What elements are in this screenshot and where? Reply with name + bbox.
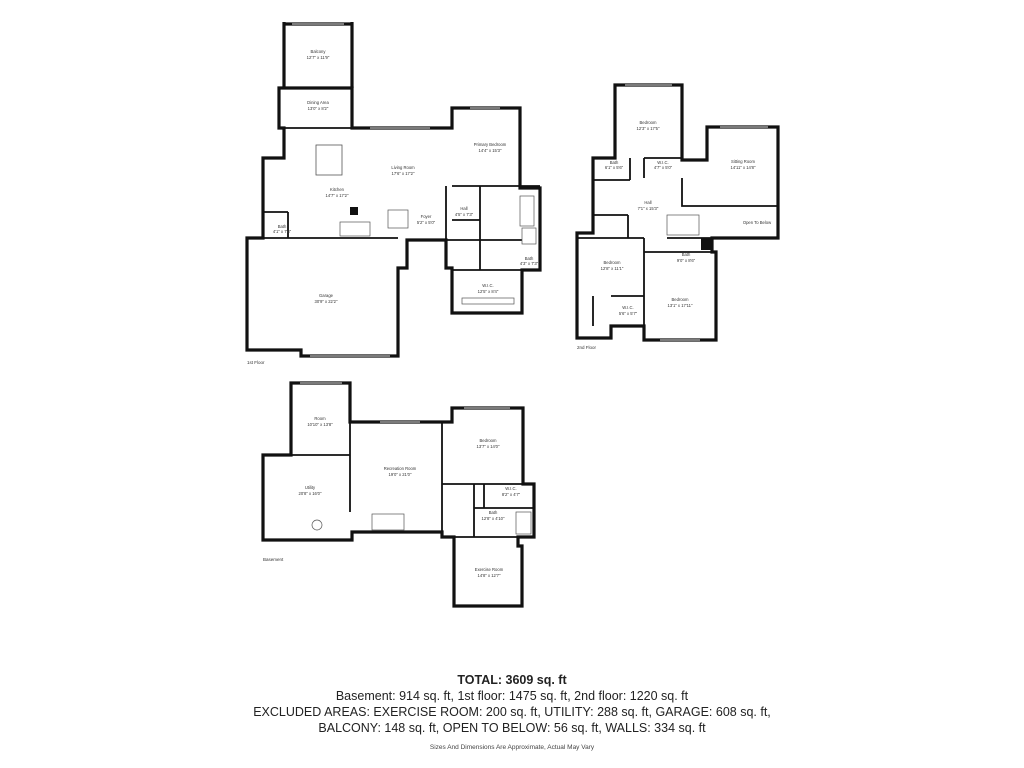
room-dims-room: 10'10" x 13'8" [307,422,333,427]
room-name-open: Open To Below [743,220,772,225]
room-name-utility: Utility [305,485,316,490]
chimney-2 [701,238,711,250]
room-dims-hall: 4'5" x 7'3" [455,212,474,217]
room-name-primarybath: Bath [525,256,534,261]
room-dims-balcony: 12'7" x 11'9" [307,55,330,60]
shower [521,227,537,245]
second-floor: Bedroom 12'3" x 17'5" Sitting Room 14'11… [575,83,780,350]
room-name-balcony: Balcony [311,49,327,54]
room-dims-sitting: 14'11" x 14'8" [731,165,756,170]
stairs-basement [371,513,405,531]
room-name-wic-c: W.I.C. [505,486,516,491]
room-name-sitting: Sitting Room [731,159,755,164]
room-dims-bed-b: 13'7" x 14'0" [477,444,500,449]
first-floor: Balcony 12'7" x 11'9" Dining Area 13'0" … [245,22,542,365]
total-area: TOTAL: 3609 sq. ft [457,673,567,687]
room-name-bath-c: Bath [489,510,498,515]
room-name-exercise: Exercise Room [475,567,504,572]
floor-label-first: 1st Floor [247,360,265,365]
basement-interior-walls [291,422,534,538]
room-name-wic-b: W.I.C. [622,305,633,310]
room-name-hall: Hall [460,206,467,211]
room-dims-living: 17'6" x 17'2" [392,171,415,176]
room-name-bed-top: Bedroom [640,120,658,125]
basement-main-wall [261,381,536,608]
room-name-wic1: W.I.C. [482,283,493,288]
room-dims-wic-b: 5'6" x 5'7" [619,311,638,316]
floor-label-basement: Basement [263,557,284,562]
room-dims-bath-c: 12'8" x 4'10" [482,516,505,521]
room-dims-hall2: 7'1" x 15'3" [638,206,659,211]
excluded-areas-line1: EXCLUDED AREAS: EXERCISE ROOM: 200 sq. f… [253,705,771,719]
room-dims-exercise: 14'8" x 12'7" [478,573,501,578]
basement-floor: Room 10'10" x 13'8" Recreation Room 19'0… [261,381,536,608]
room-dims-utility: 20'8" x 16'0" [299,491,322,496]
room-name-foyer: Foyer [421,214,432,219]
room-dims-bath1: 4'1" x 7'6" [273,229,292,234]
room-dims-bath-a: 6'1" x 5'6" [605,165,624,170]
room-dims-primarybath: 4'3" x 7'3" [520,261,539,266]
room-dims-foyer: 5'2" x 5'0" [417,220,436,225]
room-name-bath-b: Bath [682,252,691,257]
stairs-1 [339,221,371,237]
room-dims-bed-top: 12'3" x 17'5" [637,126,660,131]
room-dims-recreation: 19'0" x 21'0" [389,472,412,477]
room-name-kitchen: Kitchen [330,187,345,192]
stairs-1b [387,209,409,229]
room-dims-dining: 13'0" x 8'2" [308,106,329,111]
shower-basement [515,511,532,535]
excluded-areas-line2: BALCONY: 148 sq. ft, OPEN TO BELOW: 56 s… [318,721,706,735]
floor-plan-diagram: Balcony 12'7" x 11'9" Dining Area 13'0" … [245,22,780,608]
stairs-2 [666,214,700,236]
disclaimer: Sizes And Dimensions Are Approximate, Ac… [429,744,595,751]
room-name-garage: Garage [319,293,334,298]
kitchen-island [315,144,343,176]
room-dims-garage: 30'9" x 22'2" [315,299,338,304]
room-dims-kitchen: 14'7" x 17'2" [326,193,349,198]
room-name-bath-a: Bath [610,160,619,165]
room-dims-wic-c: 8'2" x 4'7" [502,492,521,497]
room-dims-bed-right: 13'1" x 17'11" [668,303,693,308]
room-dims-bed-left: 12'8" x 11'1" [601,266,624,271]
room-name-primary: Primary Bedroom [474,142,507,147]
room-dims-wic1: 12'5" x 8'4" [478,289,499,294]
room-name-recreation: Recreation Room [384,466,417,471]
room-dims-bath-b: 9'0" x 8'6" [677,258,696,263]
room-name-bath1: Bath [278,224,287,229]
room-name-room: Room [314,416,326,421]
room-name-dining: Dining Area [307,100,329,105]
room-dims-wic-a: 4'7" x 5'0" [654,165,673,170]
room-dims-primary: 14'4" x 15'3" [479,148,502,153]
floor-label-second: 2nd Floor [577,345,597,350]
room-name-bed-left: Bedroom [604,260,622,265]
floor-area-breakdown: Basement: 914 sq. ft, 1st floor: 1475 sq… [335,689,689,703]
water-heater [311,519,323,531]
room-name-wic-a: W.I.C. [657,160,668,165]
second-floor-interior-walls [577,157,778,326]
room-name-bed-b: Bedroom [480,438,498,443]
first-floor-interior-walls [263,127,540,271]
second-floor-main-wall [575,83,780,342]
fireplace [350,207,358,215]
tub [519,195,535,227]
room-name-living: Living Room [391,165,415,170]
closet-shelf [461,297,515,305]
room-name-bed-right: Bedroom [672,297,690,302]
room-name-hall2: Hall [644,200,651,205]
